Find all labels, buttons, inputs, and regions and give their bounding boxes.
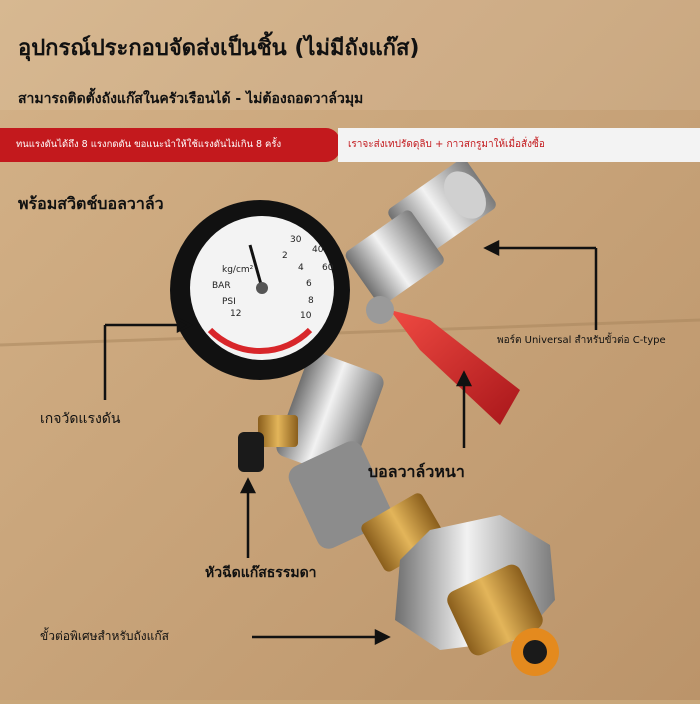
gauge-inner-10: 10	[300, 311, 312, 321]
gauge-unit-bar: BAR	[212, 281, 231, 291]
nozzle-cap	[238, 432, 264, 472]
label-thick-ball-valve: บอลวาล์วหนา	[368, 462, 465, 481]
bonus-banner: เราจะส่งเทปรัดดุลิบ + กาวสกรูมาให้เมื่อส…	[338, 128, 700, 162]
gauge-outer-60: 60	[322, 263, 334, 273]
gauge-inner-6: 6	[306, 279, 312, 289]
label-universal-port: พอร์ต Universal สำหรับขั้วต่อ C-type	[497, 335, 666, 346]
callout-arrows	[103, 239, 598, 646]
gauge-outer-40: 40	[312, 245, 324, 255]
gauge-inner-8: 8	[308, 296, 314, 306]
page-title: อุปกรณ์ประกอบจัดส่งเป็นชิ้น (ไม่มีถังแก๊…	[18, 36, 420, 61]
tank-connector	[395, 515, 559, 676]
gauge-inner-4: 4	[298, 263, 304, 273]
quick-coupler	[345, 159, 496, 305]
label-special-connector: ขั้วต่อพิเศษสำหรับถังแก๊ส	[40, 629, 169, 643]
label-gas-nozzle: หัวฉีดแก๊สธรรมดา	[205, 565, 317, 581]
gauge-unit-psi: PSI	[222, 297, 236, 307]
label-pressure-gauge: เกจวัดแรงดัน	[40, 411, 121, 427]
gauge-outer-30: 30	[290, 235, 302, 245]
pressure-gauge: 30 40 60 2 4 6 8 10 12 kg/cm² BAR PSI	[170, 200, 350, 380]
label-ball-valve-switch: พร้อมสวิตช์บอลวาล์ว	[18, 194, 164, 213]
nozzle-fitting	[258, 415, 298, 447]
valve-handle	[390, 310, 520, 425]
pressure-banner: ทนแรงดันได้ถึง 8 แรงกดดัน ขอแนะนำให้ใช้แ…	[0, 128, 340, 162]
gauge-unit-kg: kg/cm²	[222, 265, 254, 275]
page-subtitle: สามารถติดตั้งถังแก๊สในครัวเรือนได้ - ไม่…	[18, 91, 364, 107]
gauge-inner-12: 12	[230, 309, 241, 319]
gauge-inner-2: 2	[282, 251, 288, 261]
